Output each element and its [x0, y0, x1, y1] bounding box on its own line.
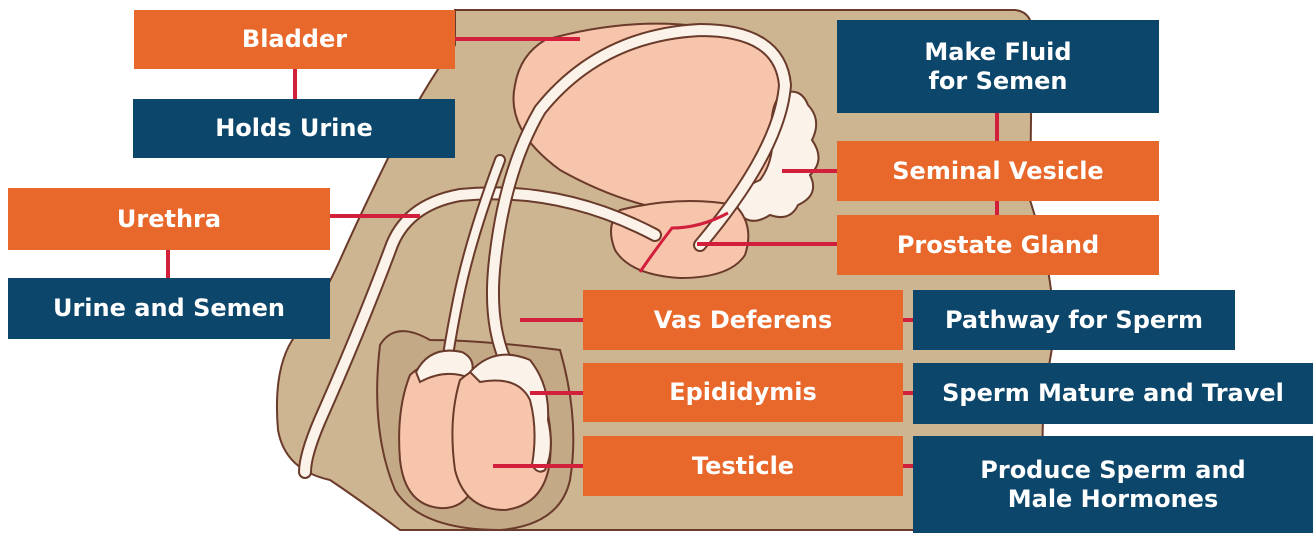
- vas-deferens-label: Vas Deferens: [583, 290, 903, 350]
- prostate-gland-label: Prostate Gland: [837, 215, 1159, 275]
- testicle-label: Testicle: [583, 436, 903, 496]
- urethra-function-label: Urine and Semen: [8, 278, 330, 339]
- epididymis-label: Epididymis: [583, 363, 903, 422]
- bladder-function-label: Holds Urine: [133, 99, 455, 158]
- vas-deferens-function-label: Pathway for Sperm: [913, 290, 1235, 350]
- seminal-vesicle-label: Seminal Vesicle: [837, 141, 1159, 201]
- bladder-label: Bladder: [134, 10, 455, 69]
- testicle-function-label: Produce Sperm and Male Hormones: [913, 436, 1313, 533]
- urethra-label: Urethra: [8, 188, 330, 250]
- epididymis-function-label: Sperm Mature and Travel: [913, 363, 1313, 424]
- seminal-vesicle-function-label: Make Fluid for Semen: [837, 20, 1159, 113]
